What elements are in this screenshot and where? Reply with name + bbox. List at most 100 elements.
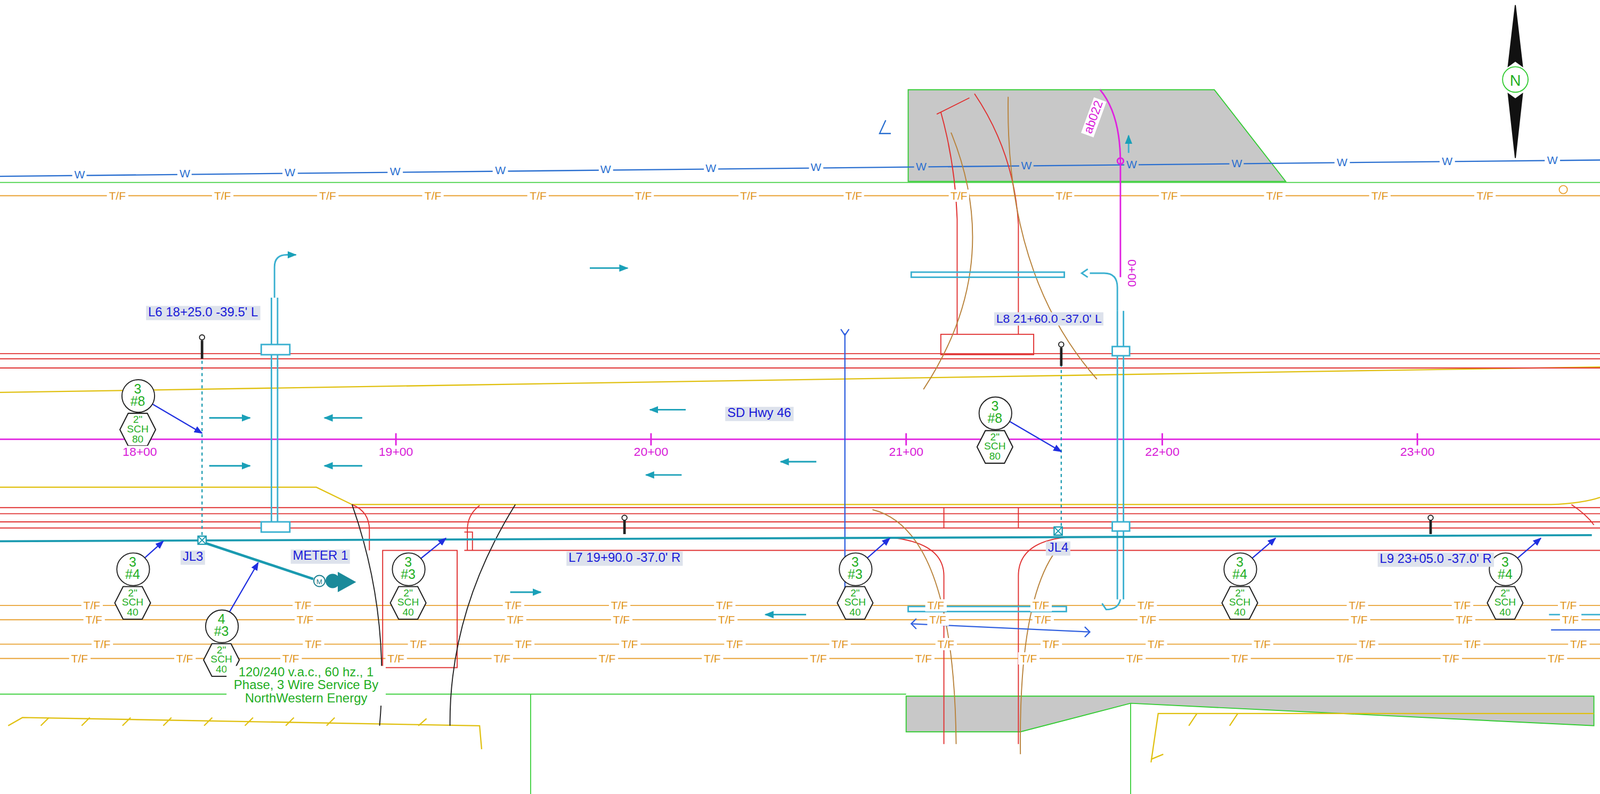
roadway-lines — [0, 367, 1600, 369]
roadway-lines — [940, 112, 958, 335]
right-of-way-lines — [1130, 703, 1132, 794]
sign-structures — [1112, 522, 1131, 532]
light-poles — [1058, 342, 1065, 348]
right-of-way-lines — [0, 182, 1600, 184]
utility-line-tag: T/F — [1369, 189, 1391, 202]
utility-line-tag: T/F — [83, 613, 105, 627]
utility-line-tag: T/F — [91, 638, 113, 651]
edge-of-pavement — [1150, 713, 1238, 760]
utility-line-tag: T/F — [1348, 613, 1370, 627]
conduit-size-hexagon: 2" SCH 40 — [1221, 586, 1258, 620]
lighting-conduit — [1060, 351, 1062, 527]
conductor-callout-circle: 3 #3 — [391, 551, 425, 586]
utility-line-tag: T/F — [913, 652, 934, 665]
utility-line-tag: T/F — [1018, 652, 1039, 665]
callout-text: 4 #3 — [212, 613, 231, 639]
roadway-lines — [0, 93, 1600, 745]
station-label: 19+00 — [376, 445, 416, 460]
utility-line-tag: T/F — [1557, 599, 1579, 612]
utility-line-tag: T/F — [1357, 638, 1378, 651]
utility-line-tag: T/F — [948, 189, 970, 202]
utility-line-tag: T/F — [1568, 638, 1589, 651]
lighting-conduit — [1053, 527, 1062, 536]
light-poles — [199, 335, 205, 341]
callout-text: N — [1509, 71, 1522, 88]
utility-line-tag: T/F — [608, 599, 630, 612]
station-label: 20+00 — [631, 445, 671, 460]
callout-text: 3 #4 — [1496, 556, 1515, 582]
utility-line-tag: T/F — [422, 189, 444, 202]
water-line-tag: W — [1440, 155, 1456, 168]
utility-line-tag: T/F — [174, 652, 196, 665]
lighting-conduit — [0, 342, 1593, 593]
meter-symbol: M — [313, 574, 326, 588]
utility-line-tag: T/F — [716, 613, 737, 627]
lane-arrows — [589, 267, 628, 270]
conduit-size-hexagon: 2" SCH 40 — [1486, 586, 1524, 620]
callout-text: 2" SCH 40 — [1227, 588, 1253, 618]
utility-line-tag: T/F — [294, 613, 316, 627]
utility-line-tag: T/F — [925, 599, 947, 612]
utility-line-tag: T/F — [724, 638, 745, 651]
blue-lines — [1550, 629, 1600, 631]
light-poles — [1059, 347, 1063, 367]
light-poles — [623, 520, 627, 535]
sign-structures — [261, 522, 290, 533]
roadway-lines — [940, 334, 1034, 355]
utility-line-tag: T/F — [713, 599, 735, 612]
station-label: 22+00 — [1142, 445, 1182, 460]
utility-line-tag: T/F — [505, 613, 526, 627]
sign-structures — [261, 135, 1600, 616]
utility-line-tag: T/F — [1346, 599, 1368, 612]
lane-arrows — [324, 417, 363, 419]
lighting-conduit — [337, 572, 356, 593]
conductor-callout-circle: 3 #4 — [1222, 551, 1257, 586]
lane-arrows — [780, 461, 817, 464]
right-of-way-lines — [0, 693, 907, 695]
roadway-lines — [0, 521, 1600, 523]
conductor-callout-circle: 3 #8 — [978, 396, 1012, 430]
water-line-tag: W — [1229, 157, 1245, 170]
water-line-tag: W — [703, 162, 719, 175]
existing-utility-curves — [923, 132, 973, 390]
light-poles — [1429, 520, 1433, 535]
utility-line-tag: T/F — [737, 189, 759, 202]
lane-arrows — [209, 417, 251, 419]
utility-line-tag: T/F — [292, 599, 314, 612]
roadway-lines — [944, 507, 1019, 529]
utility-line-tag: T/F — [212, 189, 233, 202]
lane-arrows — [650, 409, 686, 411]
light-poles — [1427, 515, 1434, 522]
water-line — [879, 120, 891, 134]
sign-structures — [261, 344, 290, 355]
water-line-tag: W — [492, 164, 508, 177]
callout-text: 3 #8 — [986, 400, 1004, 426]
water-line-tag: W — [282, 166, 298, 179]
lane-arrows — [209, 267, 817, 615]
utility-line-tag: T/F — [1158, 189, 1180, 202]
callout-text: 3 #3 — [846, 556, 865, 582]
lane-arrows — [209, 465, 251, 467]
utility-line-tag: T/F — [491, 652, 513, 665]
right-of-way-lines — [0, 182, 1600, 794]
utility-line-tag: T/F — [302, 638, 324, 651]
station-label: 0+00 — [1124, 257, 1139, 289]
water-line-tag: W — [1545, 154, 1561, 167]
utility-line-tag: T/F — [513, 638, 534, 651]
hexagon-shape — [114, 586, 151, 620]
water-line — [0, 159, 1600, 177]
conductor-callout-circle: 4 #3 — [204, 609, 239, 644]
roadway-lines — [936, 98, 970, 115]
centerline — [1117, 158, 1124, 165]
utility-line-tag: T/F — [1334, 652, 1356, 665]
sign-structures — [270, 297, 273, 531]
lane-arrows — [645, 474, 682, 476]
roadway-lines — [0, 353, 1600, 355]
callout-label: L7 19+90.0 -37.0' R — [566, 551, 683, 566]
callout-text: 2" SCH 80 — [982, 432, 1007, 462]
callout-text: M — [316, 577, 323, 585]
utility-line-tag: T/F — [935, 638, 957, 651]
service-note: 120/240 v.a.c., 60 hz., 1 Phase, 3 Wire … — [226, 666, 386, 706]
